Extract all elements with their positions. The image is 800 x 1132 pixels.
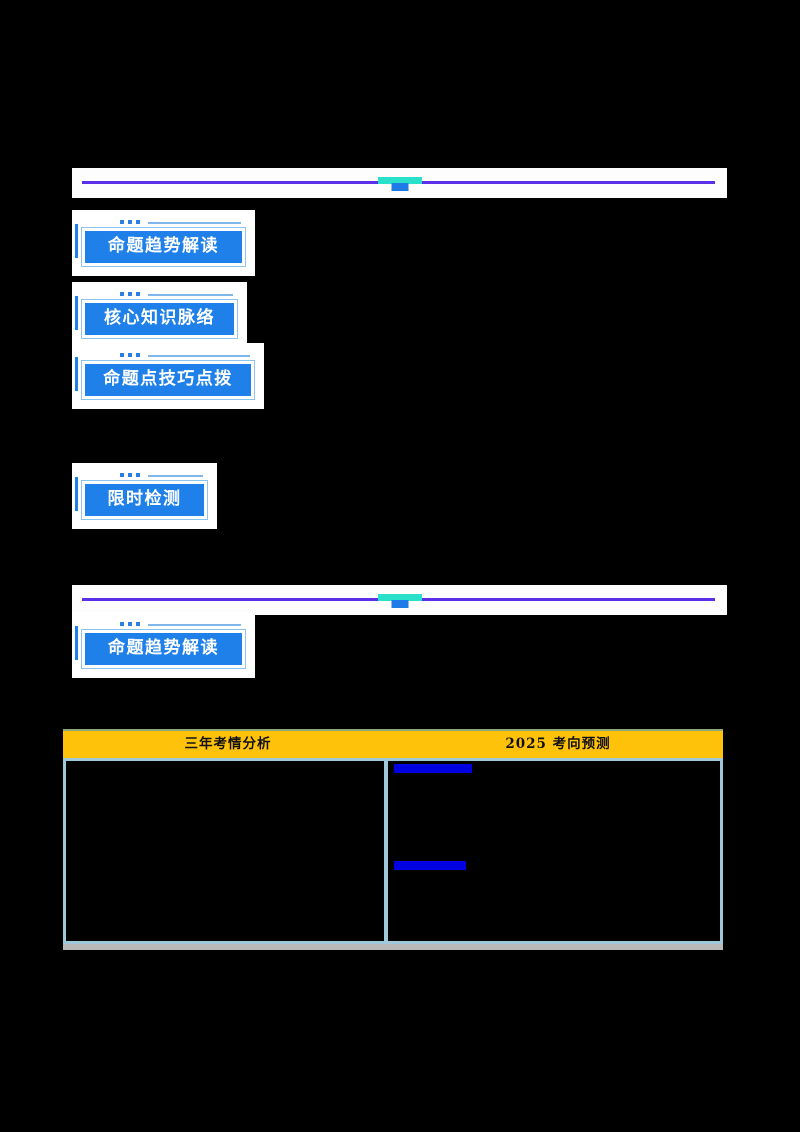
divider-top (72, 168, 727, 198)
badge-tab-accent (75, 626, 78, 660)
badge-label: 命题趋势解读 (85, 231, 242, 263)
table-body-row (63, 758, 723, 950)
badge-topline (148, 355, 250, 357)
badge-tab-accent (75, 357, 78, 391)
badge-frame: 限时检测 (81, 480, 208, 520)
badge-dots-icon (120, 220, 140, 224)
table-header-cell-three-year-analysis: 三年考情分析 (184, 736, 272, 752)
badge-frame: 核心知识脉络 (81, 299, 238, 339)
badge-label: 核心知识脉络 (85, 303, 234, 335)
section-badge-hexin-zhishi-mailuo[interactable]: 核心知识脉络 (72, 282, 247, 348)
table-header-row: 三年考情分析 2025 考向预测 (63, 729, 723, 758)
badge-dots-icon (120, 353, 140, 357)
badge-frame: 命题趋势解读 (81, 227, 246, 267)
divider-ornament-core-icon (391, 183, 408, 191)
badge-tab-accent (75, 224, 78, 258)
table-header-cell-2025-prediction: 2025 考向预测 (505, 736, 611, 752)
badge-frame: 命题点技巧点拨 (81, 360, 255, 400)
highlight-marker (394, 764, 472, 773)
badge-tab-accent (75, 296, 78, 330)
section-badge-mingtidian-jiqiao-dianbo[interactable]: 命题点技巧点拨 (72, 343, 264, 409)
section-badge-mingti-qushi-jiedu-2[interactable]: 命题趋势解读 (72, 612, 255, 678)
highlight-marker (394, 861, 466, 870)
badge-dots-icon (120, 292, 140, 296)
badge-label: 限时检测 (85, 484, 204, 516)
exam-analysis-table: 三年考情分析 2025 考向预测 (63, 729, 723, 950)
section-badge-mingti-qushi-jiedu[interactable]: 命题趋势解读 (72, 210, 255, 276)
badge-tab-accent (75, 477, 78, 511)
badge-frame: 命题趋势解读 (81, 629, 246, 669)
badge-dots-icon (120, 473, 140, 477)
badge-topline (148, 294, 233, 296)
table-cell-2025-prediction (388, 761, 720, 941)
badge-label: 命题点技巧点拨 (85, 364, 251, 396)
divider-middle (72, 585, 727, 615)
badge-topline (148, 475, 203, 477)
divider-ornament-icon (377, 177, 422, 191)
badge-dots-icon (120, 622, 140, 626)
badge-topline (148, 222, 241, 224)
divider-ornament-icon (377, 594, 422, 608)
table-cell-three-year-analysis (66, 761, 384, 941)
divider-ornament-core-icon (391, 600, 408, 608)
badge-label: 命题趋势解读 (85, 633, 242, 665)
badge-topline (148, 624, 241, 626)
section-badge-xianshi-jiance[interactable]: 限时检测 (72, 463, 217, 529)
